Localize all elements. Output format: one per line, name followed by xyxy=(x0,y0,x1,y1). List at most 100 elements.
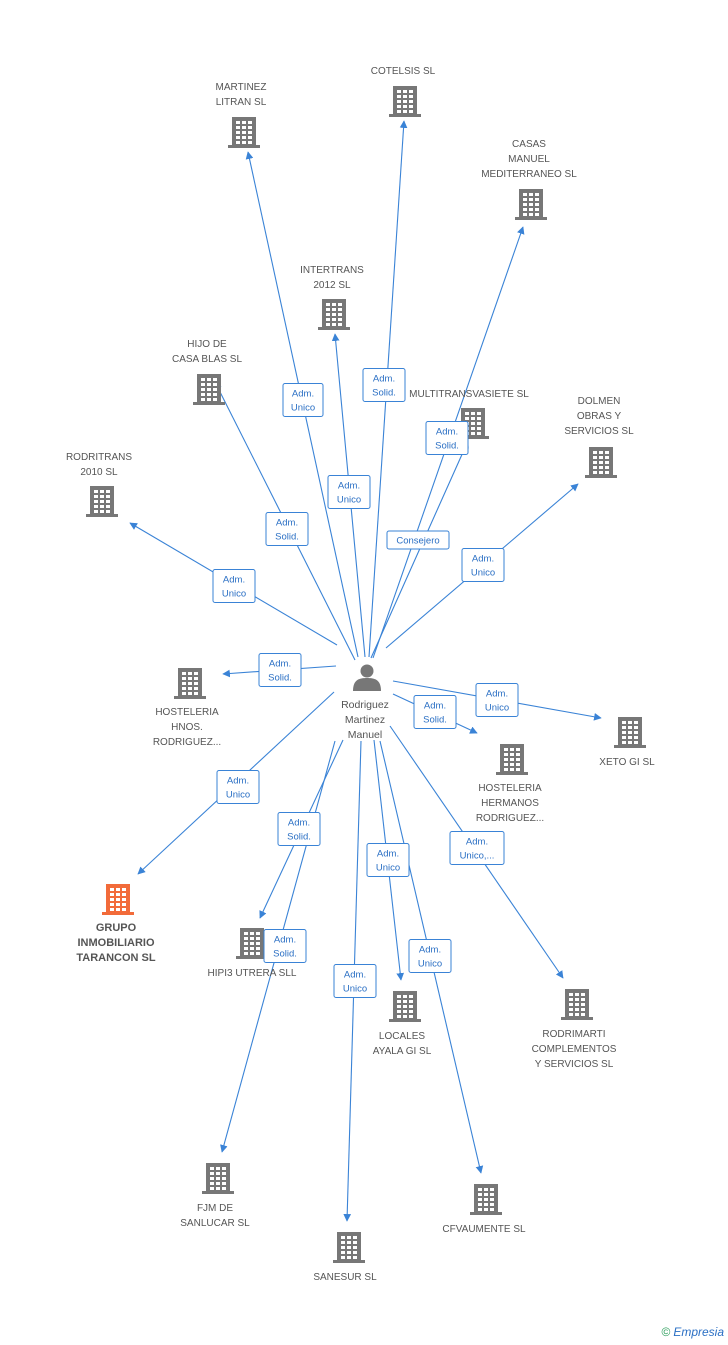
edge-label-text: Unico xyxy=(291,403,315,414)
building-icon xyxy=(614,717,646,748)
edge-label-text: Adm. xyxy=(269,659,291,670)
company-name-line: HOSTELERIA xyxy=(155,707,219,718)
edge-label-rodritrans[interactable]: Adm. Unico xyxy=(212,569,256,603)
company-name-line: HOSTELERIA xyxy=(478,783,542,794)
edge-label-hipi3[interactable]: Adm.Solid. xyxy=(277,812,321,846)
company-node-intertrans[interactable]: INTERTRANS 2012 SL xyxy=(300,265,364,330)
edge-label-cfvaumente[interactable]: Adm. Unico xyxy=(408,939,452,973)
building-icon xyxy=(561,989,593,1020)
edge-label-xeto[interactable]: Adm.Unico xyxy=(475,683,519,717)
company-name-line: MANUEL xyxy=(508,154,550,165)
edge-label-text: Adm. xyxy=(373,374,395,385)
edge-label-dolmen[interactable]: Adm.Unico xyxy=(461,548,505,582)
edge-label-text: Consejero xyxy=(396,536,439,547)
edge-label-text: Adm. xyxy=(227,776,249,787)
company-name-line: GRUPO xyxy=(96,922,137,934)
company-name-line: AYALA GI SL xyxy=(373,1046,432,1057)
edge-label-text: Adm. xyxy=(486,689,508,700)
company-node-hipi3[interactable]: HIPI3 UTRERA SLL xyxy=(208,928,297,979)
edge-label-rodrimarti[interactable]: Adm. Unico,... xyxy=(449,831,505,865)
edge-label-sanesur[interactable]: Adm.Unico xyxy=(333,964,377,998)
company-name-line: SANESUR SL xyxy=(313,1272,377,1283)
edge-label-casas-manuel[interactable]: Adm. Solid. xyxy=(425,421,469,455)
company-name-line: HIPI3 UTRERA SLL xyxy=(208,968,297,979)
company-name-line: INMOBILIARIO xyxy=(78,937,155,949)
edge-label-multitransvasiete[interactable]: Consejero xyxy=(386,530,450,550)
company-node-martinez-litran[interactable]: MARTINEZ LITRAN SL xyxy=(216,82,267,148)
edge-label-text: Adm. xyxy=(419,945,441,956)
company-name-line: 2010 SL xyxy=(80,467,118,478)
edge-label-text: Adm. xyxy=(377,849,399,860)
edge-label-cotelsis[interactable]: Adm. Solid. xyxy=(362,368,406,402)
company-node-cfvaumente[interactable]: CFVAUMENTE SL xyxy=(442,1184,526,1235)
edge-label-text: Solid. xyxy=(268,673,292,684)
edge-label-text: Solid. xyxy=(273,949,297,960)
building-icon xyxy=(515,189,547,220)
building-icon xyxy=(202,1163,234,1194)
edge-label-text: Adm. xyxy=(274,935,296,946)
company-name-line: XETO GI SL xyxy=(599,757,655,768)
company-name-line: 2012 SL xyxy=(313,280,351,291)
company-name-line: DOLMEN xyxy=(578,396,621,407)
person-icon xyxy=(353,664,381,691)
edge-label-fjm[interactable]: Adm. Solid. xyxy=(263,929,307,963)
edge-label-text: Adm. xyxy=(292,389,314,400)
building-icon xyxy=(228,117,260,148)
edge-label-text: Solid. xyxy=(435,441,459,452)
company-name-line: CASA BLAS SL xyxy=(172,354,242,365)
company-name-line: MEDITERRANEO SL xyxy=(481,169,577,180)
building-icon xyxy=(86,486,118,517)
building-icon xyxy=(585,447,617,478)
company-name-line: LITRAN SL xyxy=(216,97,267,108)
company-name-line: HNOS. xyxy=(171,722,203,733)
edge-label-text: Unico xyxy=(226,790,250,801)
edge-label-text: Adm. xyxy=(223,575,245,586)
edge-label-text: Adm. xyxy=(466,837,488,848)
edge-label-intertrans[interactable]: Adm.Unico xyxy=(327,475,371,509)
edge-label-text: Adm. xyxy=(436,427,458,438)
edge-label-text: Solid. xyxy=(423,715,447,726)
edge-label-text: Solid. xyxy=(275,532,299,543)
brand-logo[interactable]: Empresia xyxy=(673,1325,724,1339)
edge-label-text: Unico,... xyxy=(460,851,495,862)
edge-label-grupo-inmobiliario[interactable]: Adm. Unico xyxy=(216,770,260,804)
company-name-line: INTERTRANS xyxy=(300,265,364,276)
edge-label-hijo-casa-blas[interactable]: Adm.Solid. xyxy=(265,512,309,546)
building-icon xyxy=(193,374,225,405)
company-name-line: HIJO DE xyxy=(187,339,227,350)
edge-label-text: Unico xyxy=(376,863,400,874)
company-node-cotelsis[interactable]: COTELSIS SL xyxy=(371,66,436,117)
edge-label-text: Unico xyxy=(337,495,361,506)
company-node-hosteleria-hnos[interactable]: HOSTELERIAHNOS.RODRIGUEZ... xyxy=(153,668,221,748)
building-icon xyxy=(236,928,268,959)
company-node-xeto[interactable]: XETO GI SL xyxy=(599,717,655,768)
edge-label-locales-ayala[interactable]: Adm. Unico xyxy=(366,843,410,877)
edge-label-text: Solid. xyxy=(372,388,396,399)
company-name-line: Y SERVICIOS SL xyxy=(535,1059,614,1070)
company-name-line: MARTINEZ xyxy=(216,82,267,93)
footer: ©Empresia xyxy=(661,1325,724,1339)
company-node-hijo-casa-blas[interactable]: HIJO DE CASA BLAS SL xyxy=(172,339,242,405)
copyright-icon: © xyxy=(661,1325,671,1339)
edge-label-text: Solid. xyxy=(287,832,311,843)
company-node-hosteleria-hermanos[interactable]: HOSTELERIAHERMANOSRODRIGUEZ... xyxy=(476,744,544,824)
company-node-sanesur[interactable]: SANESUR SL xyxy=(313,1232,377,1283)
company-name-line: HERMANOS xyxy=(481,798,539,809)
edge-label-text: Unico xyxy=(222,589,246,600)
person-name-line: Martinez xyxy=(345,714,385,726)
edge-label-text: Unico xyxy=(418,959,442,970)
building-icon xyxy=(333,1232,365,1263)
edge-label-hosteleria-hermanos[interactable]: Adm. Solid. xyxy=(413,695,457,729)
company-name-line: COTELSIS SL xyxy=(371,66,436,77)
edge-label-hosteleria-hnos[interactable]: Adm. Solid. xyxy=(258,653,302,687)
edge-label-text: Adm. xyxy=(424,701,446,712)
edge-label-martinez-litran[interactable]: Adm. Unico xyxy=(282,383,324,417)
